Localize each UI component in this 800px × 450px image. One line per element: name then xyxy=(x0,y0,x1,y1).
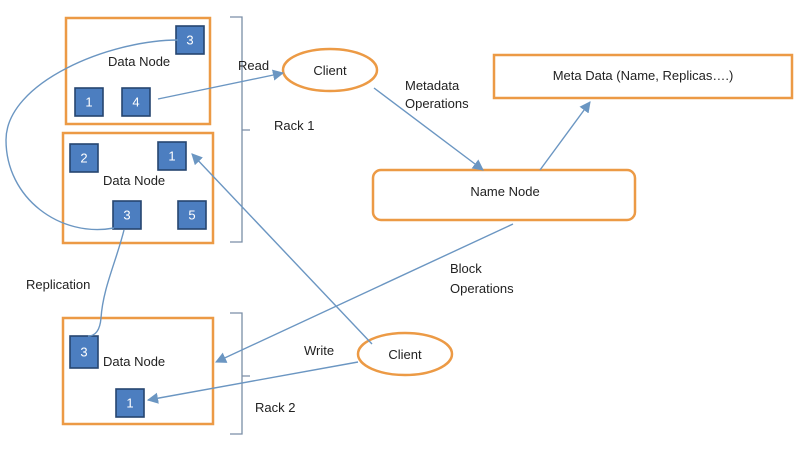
data-node-2-block-3: 3 xyxy=(112,200,142,230)
client-read-label: Client xyxy=(313,63,347,78)
data-node-1-block-3: 3 xyxy=(175,25,205,55)
metadata-operations-label-line1: Metadata xyxy=(405,78,460,93)
block-operations-arrow xyxy=(214,223,514,363)
data-node-2-block-2: 2 xyxy=(69,143,99,173)
read-label: Read xyxy=(238,58,269,73)
svg-text:3: 3 xyxy=(80,345,87,360)
write-to-data-node-2-arrow xyxy=(191,153,373,345)
client-write-label: Client xyxy=(388,347,422,362)
rack-2-bracket xyxy=(230,312,250,435)
data-node-1-block-4: 4 xyxy=(121,87,151,117)
data-node-3-block-3: 3 xyxy=(69,335,99,369)
data-node-3: Data Node 3 1 xyxy=(61,316,215,426)
svg-text:1: 1 xyxy=(126,396,133,411)
metadata-operations-arrow xyxy=(373,87,484,171)
data-node-3-block-1: 1 xyxy=(115,388,145,418)
client-write-ellipse xyxy=(356,331,454,377)
name-node-label: Name Node xyxy=(470,184,539,199)
svg-text:2: 2 xyxy=(80,151,87,166)
data-node-1-block-1: 1 xyxy=(74,87,104,117)
data-node-1-label: Data Node xyxy=(108,54,170,69)
data-node-2-block-5: 5 xyxy=(177,200,207,230)
data-node-2: Data Node 2 1 3 5 xyxy=(61,131,215,245)
rack-1-label: Rack 1 xyxy=(274,118,314,133)
read-arrow xyxy=(157,69,285,100)
rack-2-label: Rack 2 xyxy=(255,400,295,415)
meta-data-label: Meta Data (Name, Replicas….) xyxy=(553,68,734,83)
meta-data-box xyxy=(492,53,794,100)
replication-curve xyxy=(87,229,125,337)
svg-text:3: 3 xyxy=(123,208,130,223)
metadata-operations-label-line2: Operations xyxy=(405,96,469,111)
data-node-1: Data Node 3 1 4 xyxy=(64,16,212,126)
name-node-to-meta-data-arrow xyxy=(539,101,591,171)
replication-label: Replication xyxy=(26,277,90,292)
svg-text:1: 1 xyxy=(168,149,175,164)
block-operations-label-line1: Block xyxy=(450,261,482,276)
data-node-3-label: Data Node xyxy=(103,354,165,369)
svg-text:4: 4 xyxy=(132,95,139,110)
write-label: Write xyxy=(304,343,334,358)
data-node-2-label: Data Node xyxy=(103,173,165,188)
svg-text:3: 3 xyxy=(186,33,193,48)
svg-text:5: 5 xyxy=(188,208,195,223)
data-node-2-block-1: 1 xyxy=(157,141,187,171)
name-node-box xyxy=(371,168,637,222)
block-operations-label-line2: Operations xyxy=(450,281,514,296)
write-to-data-node-3-arrow xyxy=(146,361,359,404)
rack-1-bracket xyxy=(230,16,250,243)
svg-text:1: 1 xyxy=(85,95,92,110)
replication-loop-curve xyxy=(5,39,179,231)
